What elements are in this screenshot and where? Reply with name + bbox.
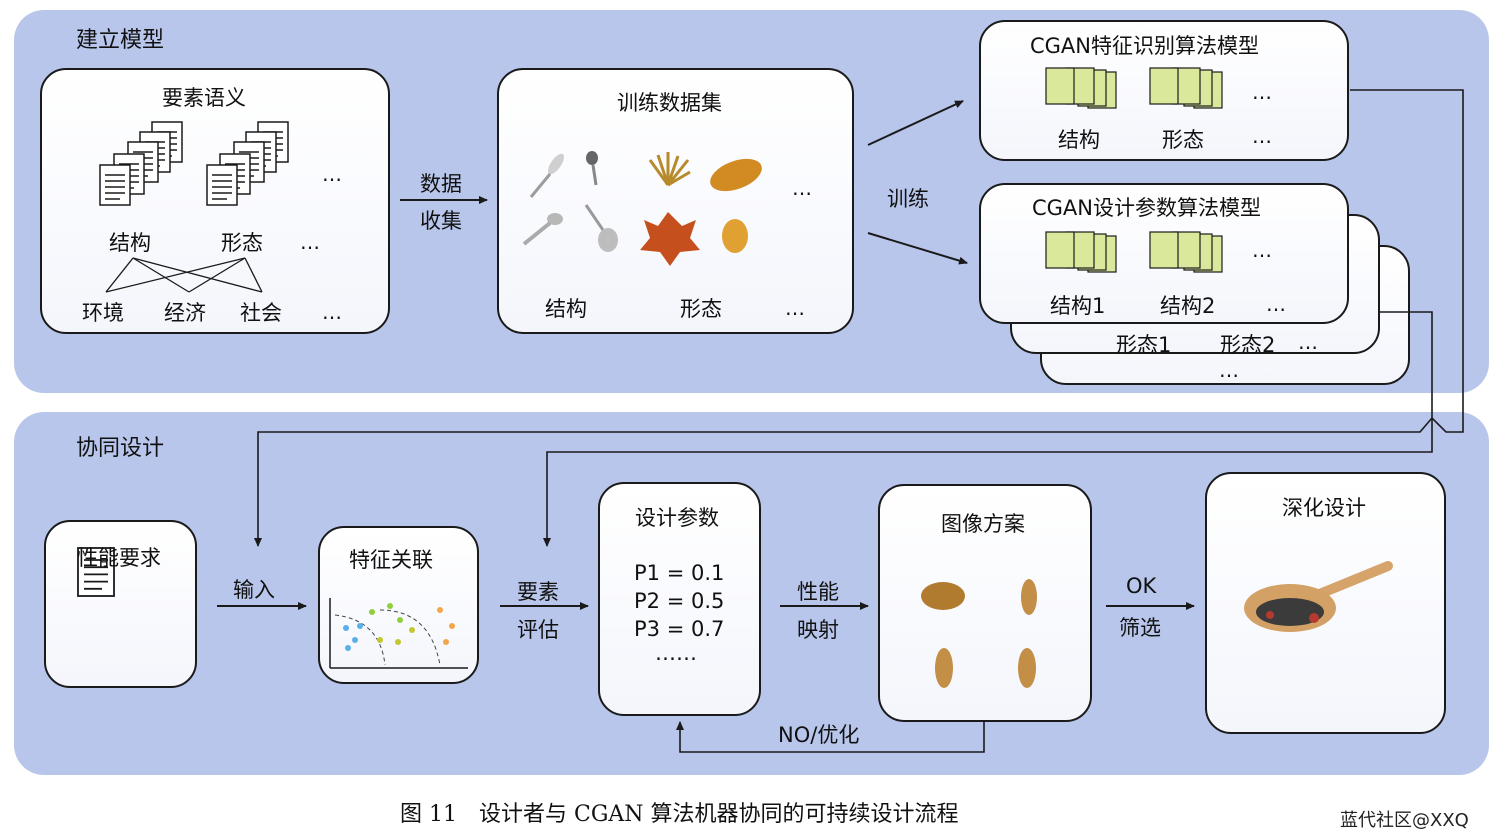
mapping-label-line1: 性能 [797,580,839,604]
feature-box [318,526,479,684]
semantics-ellipsis-3: … [322,300,342,324]
recognition-to-input-line [254,89,1464,547]
train-arrow-upper [867,100,964,146]
recognition-label-form: 形态 [1162,128,1204,152]
deepen-title: 深化设计 [1282,496,1366,520]
image-scheme-box [878,484,1092,722]
watermark: 蓝代社区@XXQ [1340,810,1469,831]
document-stack-icon-form [206,121,289,206]
collect-label-line1: 数据 [420,172,462,196]
semantics-title: 要素语义 [162,86,246,110]
train-label: 训练 [887,187,929,211]
document-stack-icon-structure [99,121,183,206]
parameter-ellipsis-3: … [1298,330,1318,354]
card-stack-icon-form-2 [1149,231,1223,273]
fork-image [522,213,563,246]
spoon-image-1 [529,153,565,198]
recognition-ellipsis-2: … [1252,124,1272,148]
card-stack-icon-structure-1 [1045,67,1117,109]
image-scheme-title: 图像方案 [941,512,1025,536]
parameter-stack-label-form2: 形态2 [1220,333,1276,357]
training-set-label-form: 形态 [680,297,722,321]
design-renderings-image [921,579,1037,688]
card-stack-icon-form-1 [1149,67,1223,109]
bottom-panel-title: 协同设计 [76,436,165,461]
training-set-ellipsis-2: … [785,296,805,320]
filter-label-line2: 筛选 [1119,616,1161,640]
parameter-label-structure2: 结构2 [1160,294,1216,318]
leaf-image-3 [640,212,700,266]
feedback-label: NO/优化 [778,723,860,747]
feedback-arrow [676,721,985,753]
leaf-image-1 [648,152,691,187]
semantics-label-form: 形态 [221,231,263,255]
evaluate-label-line1: 要素 [517,580,559,604]
top-panel-title: 建立模型 [76,28,165,53]
evaluate-label-line2: 评估 [517,618,559,642]
training-set-title: 训练数据集 [617,91,722,115]
card-stack-icon-structure-2 [1045,231,1117,273]
factor-economy: 经济 [164,301,206,325]
factor-society: 社会 [240,301,282,325]
semantic-cross-lines [105,257,263,293]
leaf-image-2 [710,158,762,192]
recognition-model-title: CGAN特征识别算法模型 [1030,34,1260,58]
design-param-more: …… [655,641,697,665]
design-params-title: 设计参数 [635,506,719,530]
collect-label-line2: 收集 [420,209,462,233]
recognition-label-structure: 结构 [1058,128,1100,152]
parameter-label-structure1: 结构1 [1050,294,1106,318]
factor-environment: 环境 [82,301,124,325]
filter-label-line1: OK [1126,574,1157,598]
figure-caption: 图 11 设计者与 CGAN 算法机器协同的可持续设计流程 [400,802,959,827]
mapping-label-line2: 映射 [797,618,839,642]
wooden-spoon-image [1244,561,1393,632]
design-param-p2: P2 = 0.5 [634,589,725,613]
parameter-ellipsis-4: … [1219,358,1239,382]
semantics-ellipsis-1: … [322,162,342,186]
parameter-ellipsis-2: … [1266,292,1286,316]
recognition-ellipsis-1: … [1252,80,1272,104]
parameter-ellipsis-1: … [1252,238,1272,262]
semantics-ellipsis-2: … [300,230,320,254]
train-arrow-lower [867,232,968,265]
training-set-ellipsis-1: … [792,176,812,200]
input-label: 输入 [233,578,275,602]
design-param-p3: P3 = 0.7 [634,617,725,641]
training-set-label-structure: 结构 [545,297,587,321]
recognition-model-box [979,20,1349,161]
leaf-image-4 [722,219,748,253]
scatter-plot-icon [329,598,468,669]
parameter-model-title: CGAN设计参数算法模型 [1032,196,1262,220]
parameter-to-evaluate-line [543,311,1433,547]
design-params-box [598,482,761,716]
parameter-stack-label-form1: 形态1 [1116,333,1172,357]
performance-box [44,520,197,688]
performance-title: 性能要求 [77,546,161,570]
semantics-label-structure: 结构 [109,231,151,255]
ladle-image [584,204,618,252]
training-set-box [497,68,854,334]
design-param-p1: P1 = 0.1 [634,561,725,585]
spoon-image-2 [586,151,598,186]
feature-title: 特征关联 [349,548,433,572]
